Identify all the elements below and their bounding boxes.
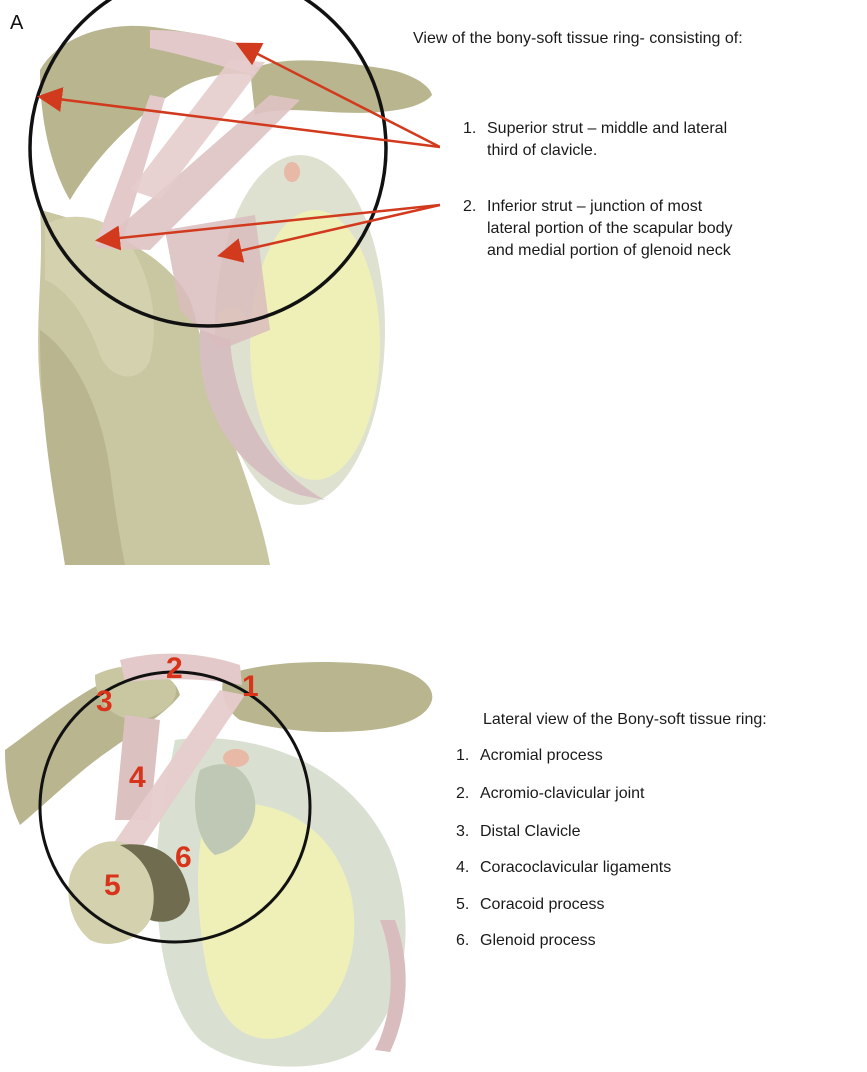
bottom-item-4-text: Coracoclavicular ligaments <box>480 857 671 879</box>
bottom-item-5-text: Coracoid process <box>480 894 605 916</box>
bottom-heading: Lateral view of the Bony-soft tissue rin… <box>483 709 767 731</box>
bottom-item-3-number: 3. <box>456 821 480 843</box>
bottom-item-5-number: 5. <box>456 894 480 916</box>
bottom-item-4-number: 4. <box>456 857 480 879</box>
marker-1: 1 <box>242 670 259 703</box>
marker-5: 5 <box>104 869 121 902</box>
glenoid-face <box>250 210 380 480</box>
bottom-item-1-text: Acromial process <box>480 745 603 767</box>
top-heading: View of the bony-soft tissue ring- consi… <box>413 28 743 50</box>
top-item-1-number: 1. <box>463 118 487 140</box>
bottom-item-2: 2.Acromio-clavicular joint <box>456 783 645 805</box>
marker-2: 2 <box>166 652 183 685</box>
bottom-item-6: 6.Glenoid process <box>456 930 596 952</box>
bottom-item-6-text: Glenoid process <box>480 930 596 952</box>
coracoid-tip <box>284 162 300 182</box>
marker-3: 3 <box>96 685 113 718</box>
top-item-2-number: 2. <box>463 196 487 218</box>
bottom-item-1-number: 1. <box>456 745 480 767</box>
bottom-item-3: 3.Distal Clavicle <box>456 821 580 843</box>
marker-6: 6 <box>175 841 192 874</box>
coracoid-tip-lateral <box>223 749 249 767</box>
bottom-item-3-text: Distal Clavicle <box>480 821 580 843</box>
top-shoulder-illustration <box>0 0 440 570</box>
top-item-2: 2.Inferior strut – junction of most late… <box>463 196 732 262</box>
bottom-item-1: 1.Acromial process <box>456 745 603 767</box>
top-item-1-text: Superior strut – middle and lateral thir… <box>487 118 727 162</box>
top-item-2-text: Inferior strut – junction of most latera… <box>487 196 732 262</box>
marker-4: 4 <box>129 761 146 794</box>
top-item-1: 1.Superior strut – middle and lateral th… <box>463 118 727 162</box>
bottom-item-6-number: 6. <box>456 930 480 952</box>
bottom-item-4: 4.Coracoclavicular ligaments <box>456 857 671 879</box>
bottom-item-2-text: Acromio-clavicular joint <box>480 783 645 805</box>
bottom-shoulder-illustration: 1 2 3 4 5 6 <box>0 620 450 1072</box>
bottom-item-2-number: 2. <box>456 783 480 805</box>
bottom-item-5: 5.Coracoid process <box>456 894 605 916</box>
